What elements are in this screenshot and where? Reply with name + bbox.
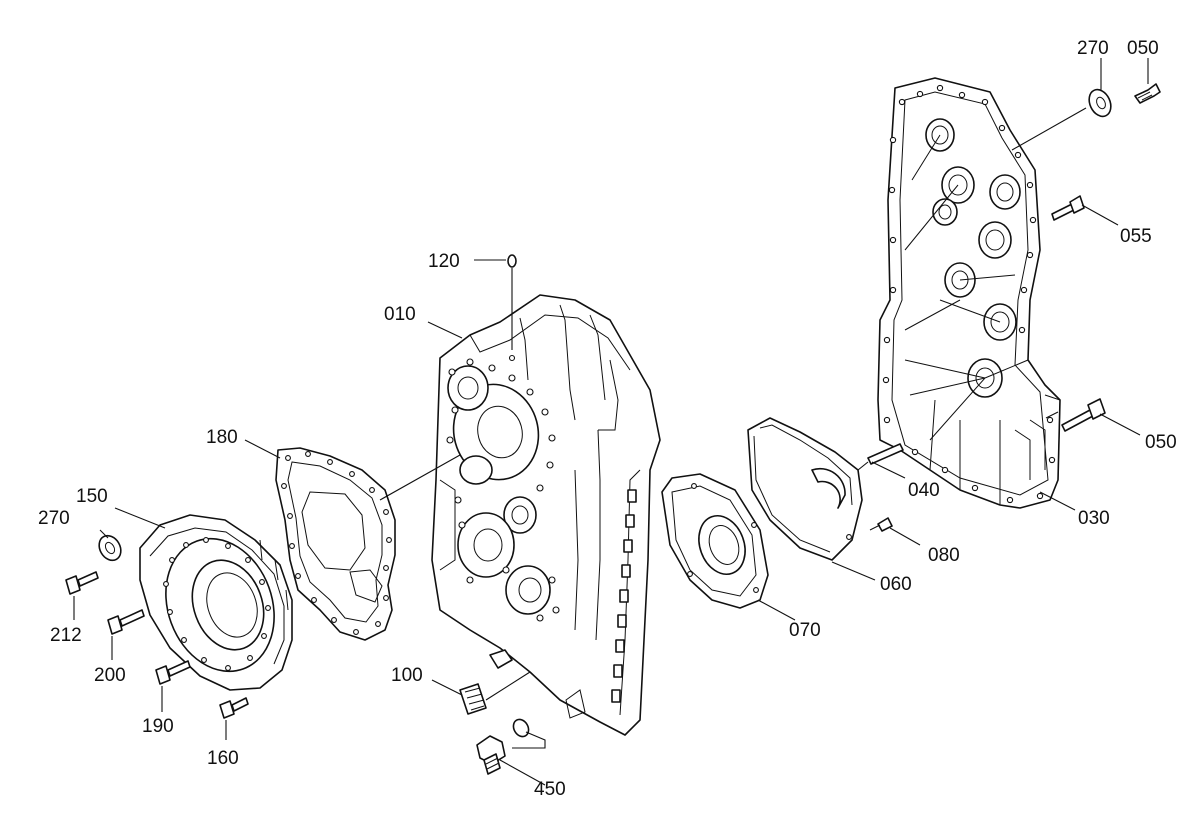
rear-cover-030: [877, 77, 1061, 509]
callout-450: 450: [534, 779, 566, 800]
main-housing-010: [431, 294, 661, 736]
washer-270-top: [1088, 88, 1112, 118]
gasket-holes: [281, 451, 392, 635]
rear-cover-ribs: [904, 134, 1029, 505]
housing-flange-holes: [446, 354, 560, 622]
callout-080: 080: [928, 545, 960, 566]
callout-050-top: 050: [1127, 38, 1159, 59]
callout-labels: 120 010 180 150 270 212 200 190 160 100 …: [38, 38, 1177, 800]
gasket-180: [275, 447, 396, 641]
cover-070: [661, 473, 769, 609]
leader-lines: [73, 58, 1149, 786]
screw-080: [869, 517, 893, 532]
housing-side-lugs: [611, 489, 637, 703]
callout-050-right: 050: [1145, 432, 1177, 453]
callout-010: 010: [384, 304, 416, 325]
callout-060: 060: [880, 574, 912, 595]
callout-200: 200: [94, 665, 126, 686]
strainer-100: [459, 683, 487, 715]
bolt-190: [155, 660, 191, 685]
washer-270-left: [98, 534, 122, 562]
bolt-160: [219, 697, 249, 719]
bolt-050-right: [1061, 398, 1106, 432]
bolt-200: [107, 609, 145, 635]
callout-030: 030: [1078, 508, 1110, 529]
callout-070: 070: [789, 620, 821, 641]
cover-plate-060: [747, 417, 863, 561]
o-ring-450: [512, 718, 530, 738]
housing-bores: [447, 365, 551, 615]
drain-plug-450: [476, 735, 506, 775]
callout-212: 212: [50, 625, 82, 646]
callout-120: 120: [428, 251, 460, 272]
callout-040: 040: [908, 480, 940, 501]
bolt-055: [1051, 195, 1085, 221]
callout-270-top: 270: [1077, 38, 1109, 59]
bolt-212: [65, 571, 99, 595]
callout-190: 190: [142, 716, 174, 737]
dowel-pin-040: [867, 443, 904, 465]
callout-150: 150: [76, 486, 108, 507]
plug-120: [507, 254, 517, 268]
callout-100: 100: [391, 665, 423, 686]
callout-180: 180: [206, 427, 238, 448]
front-cover-holes: [163, 537, 271, 671]
callout-160: 160: [207, 748, 239, 769]
callout-055: 055: [1120, 226, 1152, 247]
front-cover-150: [139, 514, 293, 691]
callout-270-left: 270: [38, 508, 70, 529]
rear-cover-bolt-holes: [882, 84, 1056, 504]
bolt-050-top: [1134, 83, 1161, 104]
